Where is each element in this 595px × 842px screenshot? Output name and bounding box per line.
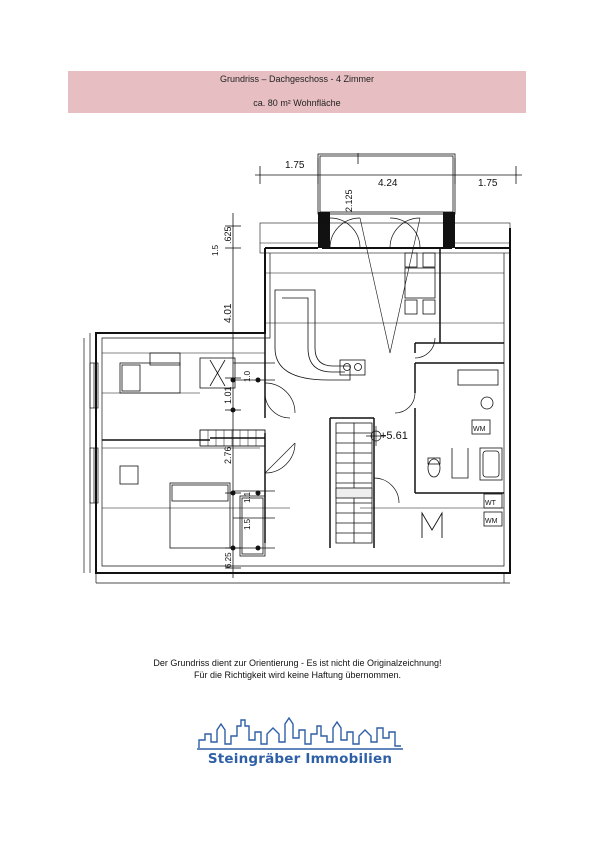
company-logo: Steingräber Immobilien <box>195 716 405 768</box>
dining-table <box>404 252 436 315</box>
dim-left-bottom-small: 6.25 <box>224 552 233 568</box>
appliance-boxes <box>471 419 503 527</box>
dim-left-lower-small: 1.1 <box>243 491 252 503</box>
exterior-walls <box>95 228 511 574</box>
bed-lower <box>119 465 231 549</box>
floor-plan-drawing: 1.75 4.24 1.75 2.125 <box>83 153 522 584</box>
label-wm-lower: WM <box>485 518 498 525</box>
disclaimer-line-2: Für die Richtigkeit wird keine Haftung ü… <box>193 670 402 680</box>
inner-wall-lines <box>83 253 510 584</box>
left-dimension-dots <box>230 377 261 551</box>
dim-top-left: 1.75 <box>285 160 305 171</box>
dim-left-main: 4.01 <box>223 303 234 323</box>
dim-left-bottom: 1.5 <box>243 518 252 530</box>
dim-top-right: 1.75 <box>478 178 498 189</box>
dim-left-top-small: 1.5 <box>211 244 220 256</box>
dim-left-top: .625 <box>223 226 233 244</box>
roof-slope-lines <box>102 272 504 509</box>
hatched-strips <box>199 429 266 447</box>
skyline-logo-icon <box>197 716 403 750</box>
disclaimer-line-1: Der Grundriss dient zur Orientierung - E… <box>153 658 442 668</box>
dim-top-middle: 4.24 <box>378 178 398 189</box>
header-band: Grundriss – Dachgeschoss - 4 Zimmer ca. … <box>68 71 526 113</box>
balcony <box>317 153 456 215</box>
bathroom-fixtures <box>427 369 503 481</box>
dim-left-lower: 2.76 <box>223 446 233 464</box>
door-swing-lines <box>264 217 421 474</box>
doors <box>264 217 436 504</box>
wall-post-left <box>318 212 330 248</box>
sofa <box>274 289 351 381</box>
plan-title: Grundriss – Dachgeschoss - 4 Zimmer <box>219 74 375 84</box>
company-name: Steingräber Immobilien <box>207 751 393 767</box>
living-area: ca. 80 m² Wohnfläche <box>253 98 341 108</box>
stove <box>339 359 366 376</box>
left-windows <box>89 362 99 504</box>
label-wm-bath: WM <box>473 426 486 433</box>
floor-plan: 1.75 4.24 1.75 2.125 <box>60 148 540 588</box>
m-symbol <box>421 511 443 538</box>
dim-left-mid-small: 1.0 <box>243 370 252 382</box>
staircase <box>335 422 373 544</box>
label-wt: WT <box>485 500 497 507</box>
level-marker <box>366 426 386 446</box>
disclaimer: Der Grundriss dient zur Orientierung - E… <box>60 657 535 681</box>
dim-left-mid: 1.01 <box>223 386 233 404</box>
level-label: +5.61 <box>380 430 408 442</box>
wall-post-right <box>443 212 455 248</box>
bed-upper <box>119 352 181 394</box>
dim-balcony-depth: 2.125 <box>344 189 354 212</box>
interior-walls <box>102 248 504 548</box>
